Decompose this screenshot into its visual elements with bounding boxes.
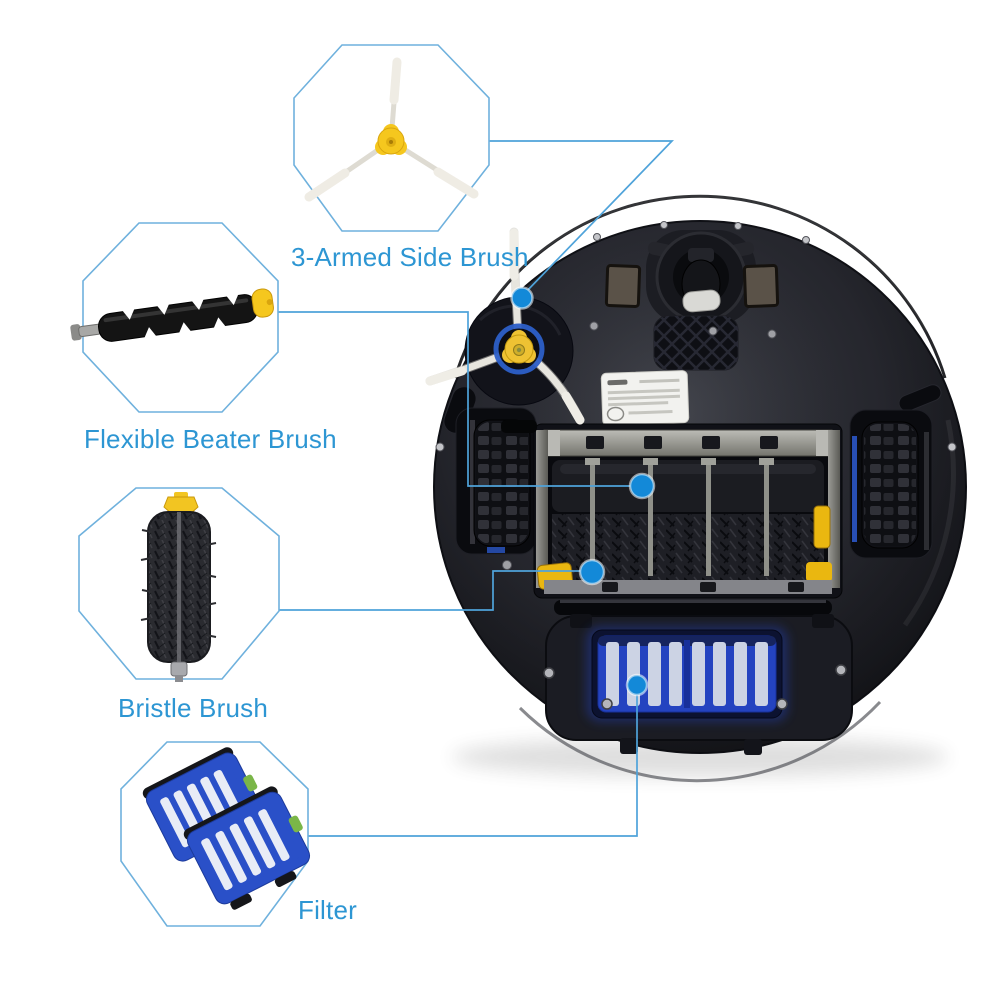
beater-brush-callout: [70, 222, 279, 413]
bin-door: [543, 614, 853, 755]
filter-callout: [120, 741, 311, 927]
label-side-brush: 3-Armed Side Brush: [291, 242, 529, 272]
contact-plate-right: [742, 264, 780, 308]
squeegee-blade: [554, 600, 832, 615]
side-brush-image: [304, 57, 479, 202]
callout-dot-beater-brush: [628, 472, 656, 500]
door-screws: [543, 664, 847, 710]
bristle-brush-image: [140, 492, 217, 682]
robot-vacuum-underside: [425, 189, 967, 783]
yellow-release-tab: [813, 505, 831, 549]
contact-plate-left: [604, 264, 642, 308]
label-bristle-brush: Bristle Brush: [118, 693, 268, 723]
beater-brush-image: [70, 288, 274, 342]
grip-patch: [653, 315, 739, 371]
callout-dot-bristle-brush: [578, 558, 606, 586]
callout-line-filter: [308, 692, 638, 837]
label-beater-brush: Flexible Beater Brush: [84, 424, 337, 454]
screws: [435, 221, 957, 570]
callout-line-bristle-brush: [279, 570, 586, 611]
bristle-brush-callout: [78, 487, 280, 682]
side-brush-callout: [293, 44, 490, 232]
installed-filter: [597, 635, 777, 713]
cliff-sensor-right: [898, 384, 942, 412]
mounted-side-brush: [425, 227, 585, 433]
callout-dot-filter: [625, 673, 649, 697]
callout-dot-side-brush: [510, 286, 534, 310]
callout-line-beater-brush: [278, 311, 636, 487]
filter-image: [142, 747, 311, 910]
callout-line-side-brush: [489, 140, 675, 295]
caster-wheel: [646, 230, 756, 324]
product-label: [600, 370, 690, 426]
wheel-right: [849, 409, 933, 559]
label-filter: Filter: [298, 895, 357, 925]
